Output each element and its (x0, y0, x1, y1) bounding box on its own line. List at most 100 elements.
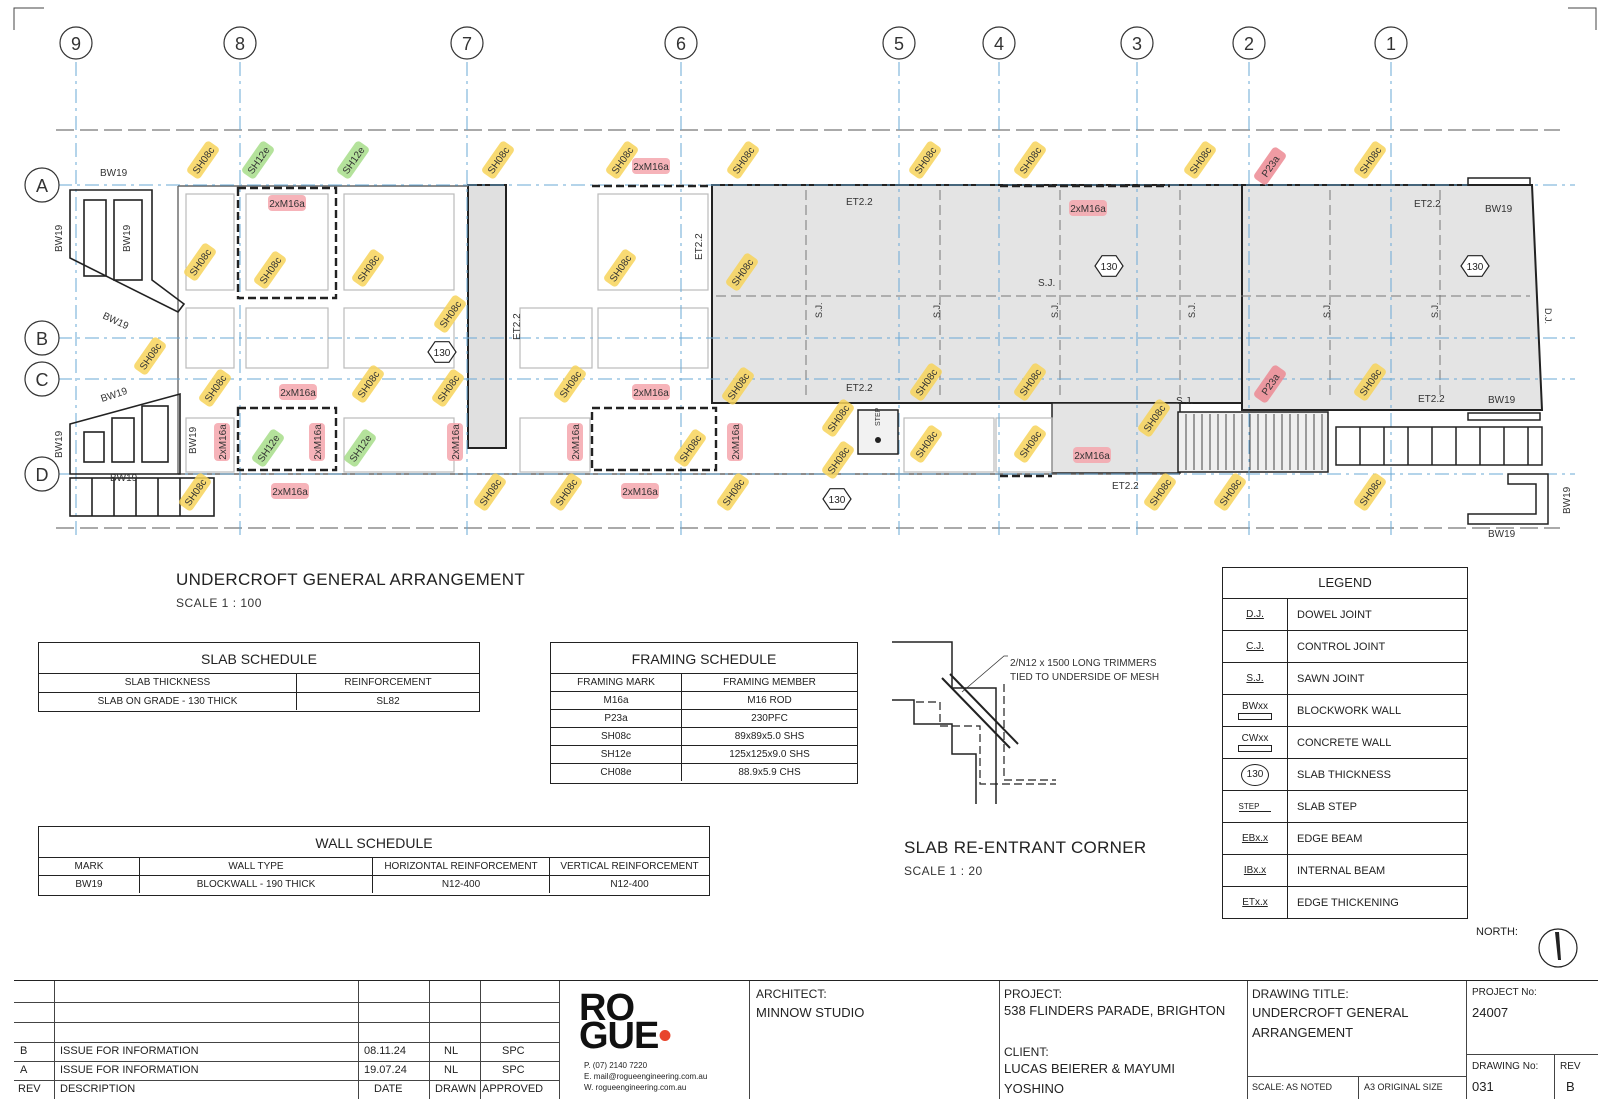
grid-bubble-col-8: 8 (223, 26, 257, 60)
slab-shaded-area (467, 184, 1544, 474)
svg-text:S.J.: S.J. (932, 302, 942, 318)
re-entrant-corner-detail: 2/N12 x 1500 LONG TRIMMERS TIED TO UNDER… (892, 641, 1159, 804)
sh08c-tag: SH08c (550, 473, 582, 511)
sh08c-tag: SH08c (352, 365, 384, 403)
sh08c-tag: SH08c (434, 295, 466, 333)
m16a-tag: 2xM16a (1073, 447, 1111, 463)
svg-text:BW19: BW19 (188, 426, 199, 454)
blockwork-wall-left (69, 189, 215, 517)
svg-text:1: 1 (1386, 34, 1396, 54)
svg-text:D: D (36, 465, 49, 485)
grid-bubble-col-3: 3 (1120, 26, 1154, 60)
legend-description: CONTROL JOINT (1297, 640, 1386, 653)
legend-symbol: EBx.x (1223, 823, 1288, 854)
legend-symbol-text: BWxx (1241, 701, 1269, 712)
slab-thickness-marker: 130 (1460, 255, 1490, 277)
svg-text:ET2.2: ET2.2 (1414, 199, 1441, 210)
svg-text:ET2.2: ET2.2 (1112, 481, 1139, 492)
legend-description: EDGE BEAM (1297, 832, 1363, 845)
legend-row: BWxx BLOCKWORK WALL (1223, 695, 1467, 727)
m16a-tag: 2xM16a (447, 423, 463, 461)
svg-text:S.J.: S.J. (1322, 302, 1332, 318)
m16a-tag: 2xM16a (1069, 200, 1107, 216)
svg-text:2xM16a: 2xM16a (633, 162, 669, 173)
grid-bubble-col-2: 2 (1232, 26, 1266, 60)
rev-value: B (1566, 1079, 1575, 1094)
wall-schedule-cell: N12-400 (610, 879, 649, 890)
svg-text:8: 8 (235, 34, 245, 54)
wall-schedule-header: WALL TYPE (140, 858, 373, 875)
legend-description: SLAB THICKNESS (1297, 768, 1391, 781)
revision-desc: ISSUE FOR INFORMATION (60, 1064, 199, 1076)
sh12e-tag: SH12e (337, 141, 369, 179)
wall-schedule-header: HORIZONTAL REINFORCEMENT (373, 858, 550, 875)
legend-symbol: D.J. (1223, 599, 1288, 630)
svg-text:BW19: BW19 (122, 224, 133, 252)
legend-symbol-text: C.J. (1246, 641, 1264, 652)
legend-symbol: CWxx (1223, 727, 1288, 758)
legend-description: BLOCKWORK WALL (1297, 704, 1402, 717)
drawing-title-line2: ARRANGEMENT (1252, 1025, 1354, 1040)
legend-symbol: S.J. (1223, 663, 1288, 694)
svg-text:BW19: BW19 (1562, 486, 1573, 514)
slab-schedule-header: REINFORCEMENT (344, 677, 432, 688)
m16a-tag: 2xM16a (621, 483, 659, 499)
svg-text:BW19: BW19 (110, 473, 138, 484)
svg-text:BW19: BW19 (100, 386, 130, 405)
north-label: NORTH: (1476, 926, 1518, 938)
svg-text:130: 130 (1101, 262, 1118, 273)
svg-text:2xM16a: 2xM16a (451, 424, 462, 460)
svg-text:S.J.: S.J. (1430, 302, 1440, 318)
wall-schedule-cell: BLOCKWALL - 190 THICK (140, 876, 373, 893)
legend-symbol: IBx.x (1223, 855, 1288, 886)
sh08c-tag: SH08c (482, 141, 514, 179)
framing-schedule-cell: 125x125x9.0 SHS (729, 749, 810, 760)
svg-text:2xM16a: 2xM16a (313, 424, 324, 460)
svg-text:2xM16a: 2xM16a (731, 424, 742, 460)
sh12e-tag: SH12e (242, 141, 274, 179)
slab-schedule-title: SLAB SCHEDULE (39, 643, 479, 674)
legend-symbol-text: D.J. (1246, 609, 1264, 620)
svg-text:9: 9 (71, 34, 81, 54)
beam-outlines (236, 184, 1170, 478)
svg-text:7: 7 (462, 34, 472, 54)
framing-schedule-cell: 89x89x5.0 SHS (734, 731, 805, 742)
sh08c-tag: SH08c (432, 369, 464, 407)
legend-symbol-text: ETx.x (1242, 897, 1268, 908)
client-name-line2: YOSHINO (1004, 1081, 1064, 1096)
revision-desc: ISSUE FOR INFORMATION (60, 1045, 199, 1057)
framing-schedule-header: FRAMING MEMBER (723, 677, 816, 688)
sh08c-tag: SH08c (717, 473, 749, 511)
svg-text:130: 130 (829, 495, 846, 506)
p23a-tag: P23a (1254, 147, 1286, 185)
slab-schedule-header: SLAB THICKNESS (39, 674, 297, 692)
sh08c-tag: SH08c (1144, 473, 1176, 511)
legend-symbol-text: EBx.x (1241, 833, 1269, 844)
revision-date: 19.07.24 (364, 1064, 407, 1076)
svg-text:D.J.: D.J. (1543, 308, 1553, 324)
project-no-label: PROJECT No: (1472, 987, 1537, 998)
svg-text:BW19: BW19 (54, 430, 65, 458)
m16a-tag: 2xM16a (727, 423, 743, 461)
company-web: W. rogueengineering.com.au (584, 1083, 687, 1092)
m16a-tag: 2xM16a (271, 483, 309, 499)
main-drawing-title: UNDERCROFT GENERAL ARRANGEMENT (176, 570, 526, 589)
m16a-tag: 2xM16a (214, 423, 230, 461)
company-phone: P. (07) 2140 7220 (584, 1061, 648, 1070)
grid-lines (58, 62, 1575, 538)
wall-schedule-cell: N12-400 (373, 876, 550, 893)
legend-symbol-text: S.J. (1246, 673, 1264, 684)
legend-description: EDGE THICKENING (1297, 896, 1399, 909)
architect-label: ARCHITECT: (756, 987, 827, 1001)
grid-bubble-col-1: 1 (1374, 26, 1408, 60)
sh08c-tag: SH08c (1354, 473, 1386, 511)
wall-symbol-icon: BWxx (1238, 701, 1272, 720)
corner-note-line2: TIED TO UNDERSIDE OF MESH (1010, 672, 1159, 683)
revision-drawn: NL (444, 1064, 459, 1076)
svg-text:2xM16a: 2xM16a (571, 424, 582, 460)
company-logo-top: RO (579, 987, 635, 1029)
